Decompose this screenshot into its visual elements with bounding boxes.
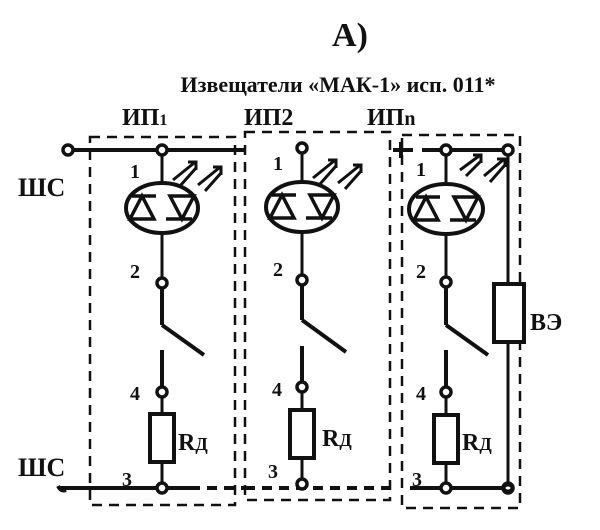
- pin-1-terminal: [155, 143, 169, 157]
- pin-1-label: 1: [130, 161, 140, 183]
- detector-1: 1 2 4 RД 3: [122, 143, 223, 495]
- detector-label-1: ИП1: [122, 105, 167, 131]
- switch-blade: [300, 318, 348, 354]
- light-rays-icon: [459, 153, 507, 183]
- end-element-bottom-terminal-hole: [505, 486, 511, 490]
- switch-blade: [160, 323, 206, 357]
- pin-3-terminal: [439, 481, 453, 495]
- figure-title: Извещатели «МАК-1» исп. 011*: [180, 72, 495, 97]
- pin-3-label: 3: [268, 461, 278, 483]
- diode-pair-icon: [411, 193, 481, 224]
- pin-3-label: 3: [122, 469, 132, 491]
- resistor-rd: [432, 413, 460, 465]
- loop-label-bottom: ШС: [18, 453, 65, 482]
- pin-4-terminal: [439, 385, 453, 399]
- pin-3-terminal: [155, 481, 169, 495]
- diode-pair-icon: [127, 192, 197, 223]
- figure-label: А): [332, 17, 368, 54]
- pin-4-label: 4: [416, 383, 426, 405]
- pin-2-label: 2: [130, 261, 140, 283]
- end-element-top-terminal: [501, 143, 515, 157]
- loop-label-top: ШС: [18, 173, 65, 202]
- loop-terminal-top: [61, 143, 75, 157]
- light-rays-icon: [172, 160, 223, 192]
- pin-4-terminal: [295, 380, 309, 394]
- end-element-label: ВЭ: [530, 310, 562, 336]
- resistor-label: RД: [462, 430, 492, 456]
- pin-2-terminal: [295, 273, 309, 287]
- switch-blade: [444, 323, 490, 357]
- pin-2-label: 2: [416, 261, 426, 283]
- detector-enclosure-2: [243, 130, 392, 502]
- loop-terminal-bottom: [56, 485, 67, 493]
- detector-enclosure-1: [88, 135, 237, 507]
- light-rays-icon: [312, 158, 363, 190]
- pin-1-terminal: [439, 143, 453, 157]
- resistor-label: RД: [178, 430, 208, 456]
- pin-3-terminal: [295, 477, 309, 491]
- detector-enclosure-n: [400, 133, 522, 510]
- resistor-label: RД: [322, 426, 352, 452]
- detector-n: 1 2 4 RД 3 ВЭ: [407, 143, 562, 495]
- resistor-rd: [148, 412, 176, 464]
- pin-1-label: 1: [273, 153, 283, 175]
- diode-pair-icon: [267, 191, 337, 222]
- pin-4-label: 4: [272, 379, 282, 401]
- pin-2-label: 2: [273, 259, 283, 281]
- pin-1-label: 1: [416, 159, 426, 181]
- pin-1-terminal: [295, 141, 309, 155]
- resistor-rd: [288, 408, 316, 460]
- pin-4-terminal: [155, 385, 169, 399]
- detector-label-n: ИПn: [367, 105, 415, 131]
- pin-4-label: 4: [130, 383, 140, 405]
- pin-3-label: 3: [412, 469, 422, 491]
- pin-2-terminal: [155, 276, 169, 290]
- detector-2: 1 2 4 RД 3: [264, 141, 363, 491]
- end-element-resistor: [492, 282, 526, 344]
- pin-2-terminal: [439, 275, 453, 289]
- detector-label-2: ИП2: [244, 105, 293, 131]
